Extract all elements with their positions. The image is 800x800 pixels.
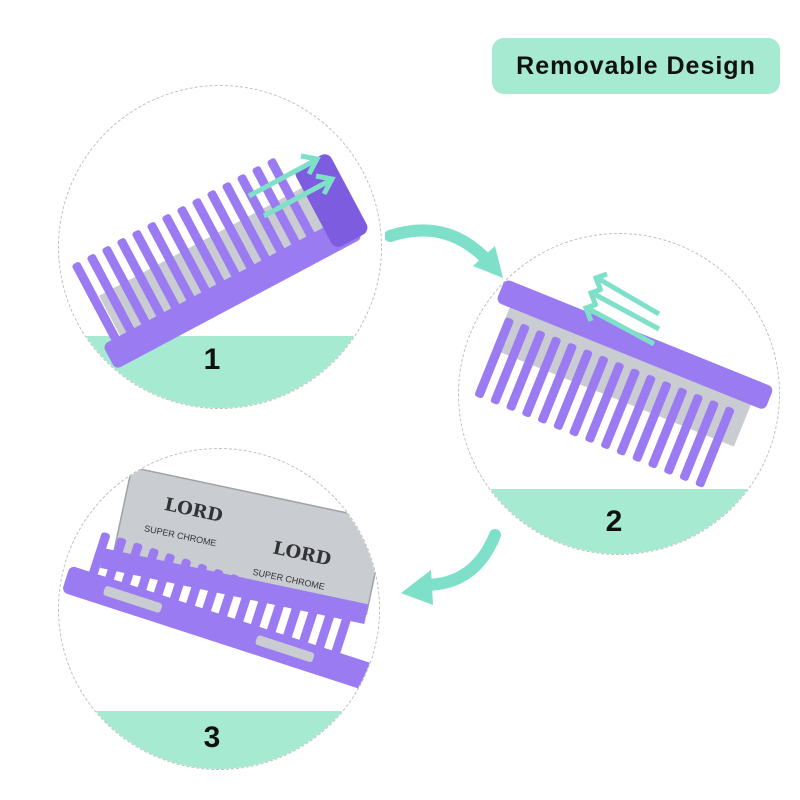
step-1-circle	[58, 85, 382, 409]
comb-teeth	[475, 317, 735, 488]
step-3-circle: LORD SUPER CHROME LORD SUPER CHROME	[58, 448, 380, 770]
slide-arrows-icon	[247, 153, 336, 219]
step-1-illustration	[59, 153, 381, 408]
flow-arrow-1-to-2-icon	[385, 224, 503, 278]
mint-band	[59, 711, 379, 769]
removable-design-badge: Removable Design	[492, 38, 780, 94]
mint-band	[459, 489, 779, 554]
step-2-number: 2	[605, 505, 623, 538]
step-2-circle	[458, 233, 780, 555]
step-3-illustration: LORD SUPER CHROME LORD SUPER CHROME	[59, 466, 379, 769]
flow-arrow-2-to-3-icon	[401, 529, 501, 605]
comb-body	[497, 280, 773, 409]
step-1-number: 1	[203, 343, 221, 376]
comb-end-cap	[295, 154, 368, 247]
comb-body	[104, 215, 361, 368]
step-2-illustration	[459, 271, 779, 554]
slide-arrows-icon	[582, 271, 661, 347]
step-3-number: 3	[203, 721, 221, 754]
loose-comb	[63, 532, 379, 693]
